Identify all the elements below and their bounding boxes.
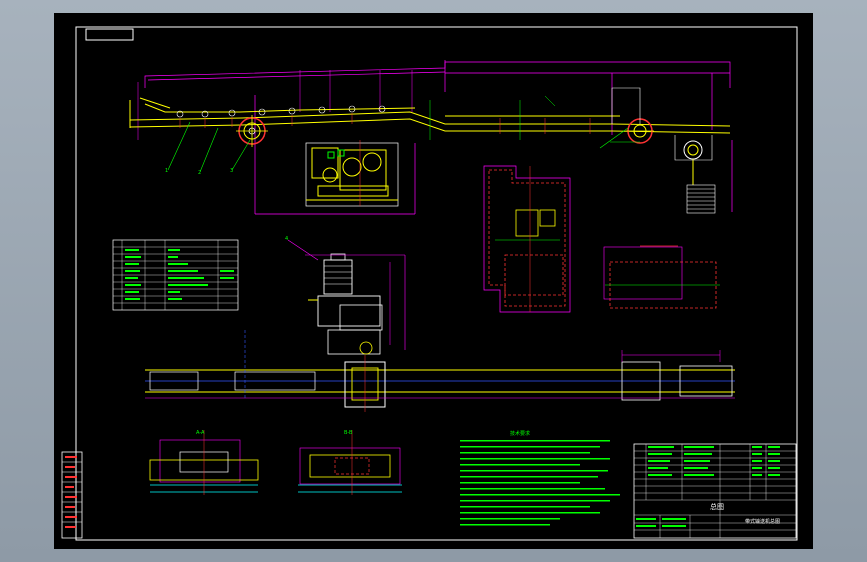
tech-requirements-heading: 技术要求	[510, 430, 530, 437]
section-view-b	[298, 430, 402, 495]
conveyor-elevation	[129, 60, 733, 215]
section-label-b: B-B	[344, 430, 353, 436]
bill-of-materials	[112, 239, 239, 311]
cad-drawing: 1 2 3 4 A-A B-B 技术要求 总图 带式输送机总图	[61, 26, 798, 541]
take-up-pulley	[683, 140, 703, 185]
drawing-sheet[interactable]: 1 2 3 4 A-A B-B 技术要求 总图 带式输送机总图	[54, 13, 813, 549]
counterweight	[686, 184, 716, 214]
tail-section-detail	[603, 245, 720, 309]
conveyor-plan-view	[145, 330, 735, 412]
callout-label: 3	[230, 168, 233, 174]
section-view-a	[149, 430, 259, 495]
head-pulley	[236, 115, 268, 147]
callout-label: 1	[165, 168, 168, 174]
drive-station-plan	[483, 165, 571, 313]
title-block-grid	[633, 443, 797, 539]
callout-label: 4	[285, 236, 288, 242]
section-label-a: A-A	[196, 430, 205, 436]
callout-label: 2	[198, 170, 201, 176]
motor-gearbox-elevation	[287, 239, 406, 355]
tail-pulley	[626, 118, 654, 144]
drive-unit-side-view	[305, 140, 399, 207]
title-block-drawing-name: 带式输送机总图	[745, 518, 780, 525]
revision-strip	[61, 451, 83, 539]
drawing-frame	[75, 26, 798, 541]
tech-notes-lines	[460, 440, 620, 526]
title-block-title: 总图	[710, 502, 724, 511]
